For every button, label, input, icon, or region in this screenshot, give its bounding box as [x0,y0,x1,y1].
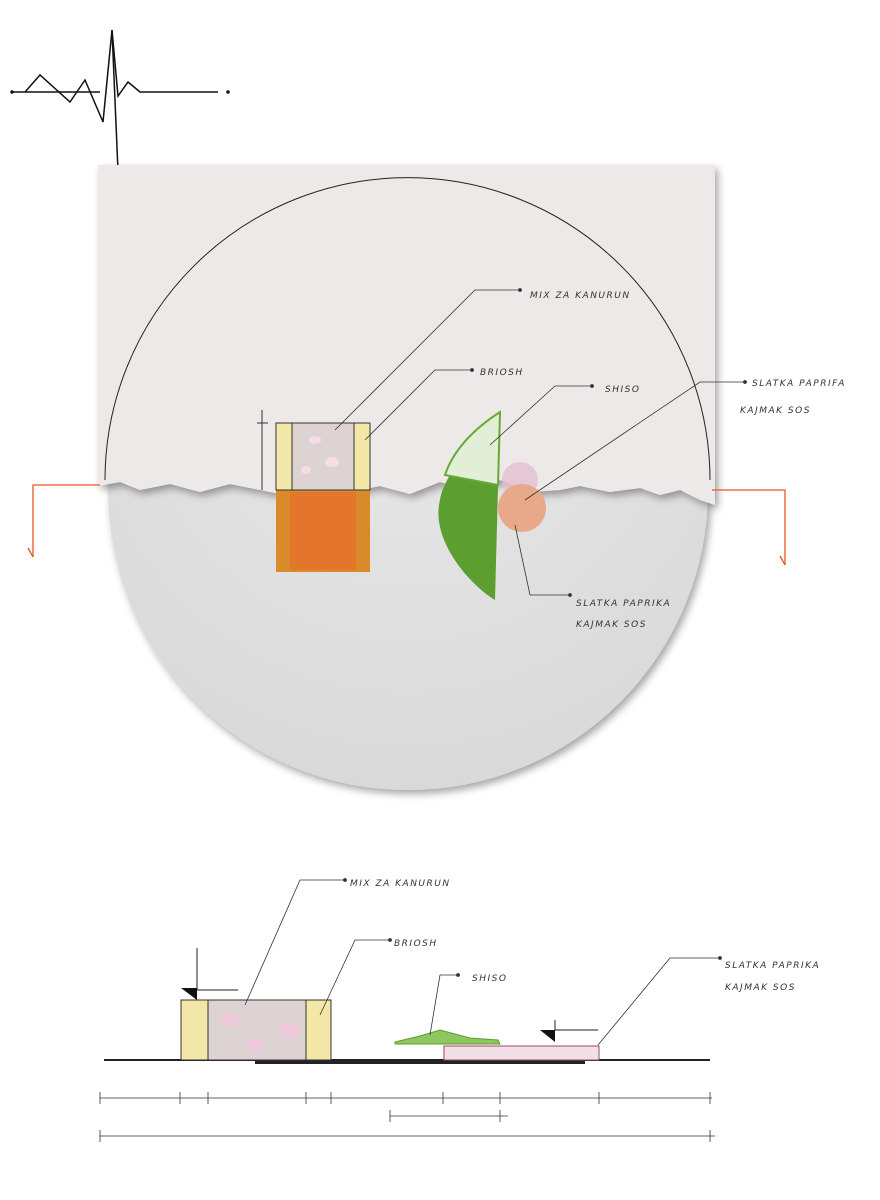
label-filling: MIX ZA KANURUN [530,291,631,301]
label-sauce-bottom-2: KAJMAK SOS [576,620,647,630]
section-label-filling: MIX ZA KANURUN [350,879,451,889]
plate-outline [104,177,711,481]
label-sauce-bottom-1: SLATKA PAPRIKA [576,599,671,609]
label-shiso: SHISO [605,385,640,395]
shiso-leaf-plan [438,410,546,600]
dimension-lines [99,1092,715,1142]
section-label-shiso: SHISO [472,974,507,984]
section-marker-left [27,484,100,558]
label-sauce-top-1: SLATKA PAPRIFA [752,379,846,389]
label-brioche: BRIOSH [480,368,524,378]
section-label-sauce-2: KAJMAK SOS [725,983,796,993]
section-marker-right [712,489,786,566]
paper-sheet [98,165,715,505]
section-label-brioche: BRIOSH [394,939,438,949]
section-leader-lines [244,878,722,1046]
section-label-sauce-1: SLATKA PAPRIKA [725,961,820,971]
section-view [104,948,710,1064]
brioche-plan [257,410,371,572]
label-sauce-top-2: KAJMAK SOS [740,406,811,416]
plan-leader-lines [334,288,747,597]
